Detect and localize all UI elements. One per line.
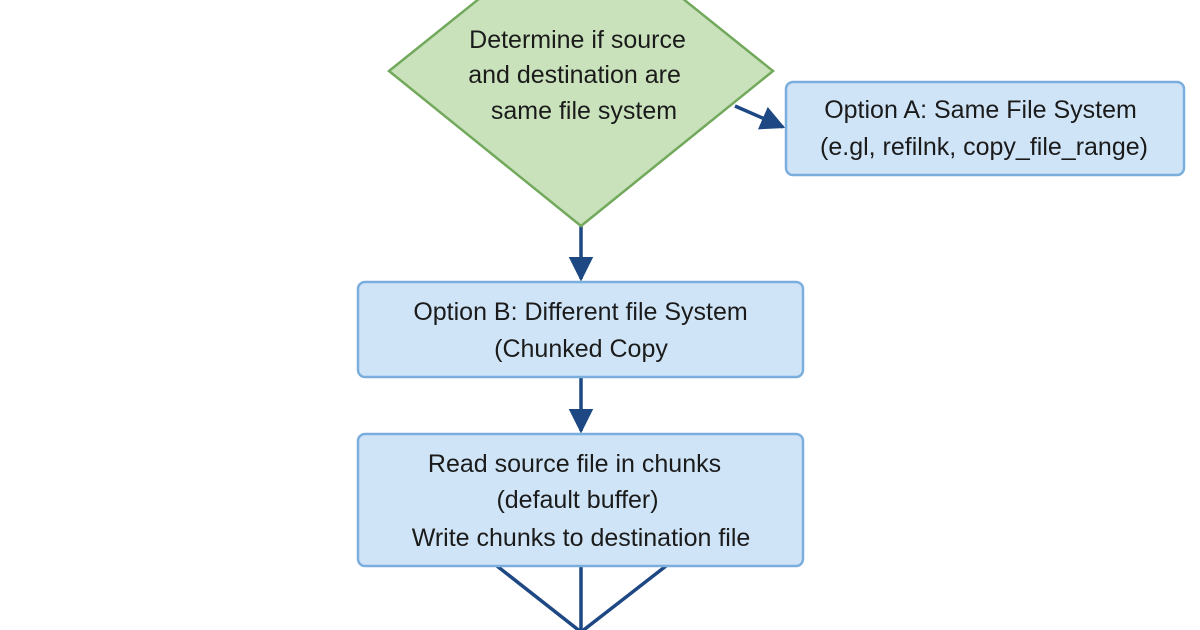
option-b-label-line-1: Option B: Different file System: [413, 298, 747, 326]
option-a-box: [784, 80, 1186, 177]
branch-line-left: [495, 564, 582, 630]
connectors: [495, 104, 786, 630]
chunk-copy-box: [356, 432, 805, 568]
option-a-label-line-2: (e.gl, refilnk, copy_file_range): [820, 133, 1148, 161]
decision-diamond-shape: [387, 0, 775, 228]
option-b-label: Option B: Different file System (Chunked…: [413, 298, 754, 363]
chunk-copy-node: Read source file in chunks (default buff…: [356, 432, 805, 568]
option-a-label-line-1: Option A: Same File System: [824, 96, 1137, 124]
branch-line-right: [580, 564, 668, 630]
option-b-label-line-2: (Chunked Copy: [494, 335, 668, 363]
arrow-decision-to-option-a: [734, 104, 786, 130]
chunk-copy-label-line-2: (default buffer): [496, 486, 658, 514]
decision-label: Determine if source and destination are …: [468, 26, 693, 125]
option-b-node: Option B: Different file System (Chunked…: [356, 280, 805, 379]
decision-label-line-2: and destination are: [468, 61, 681, 89]
option-b-box: [356, 280, 805, 379]
chunk-copy-label-line-3: Write chunks to destination file: [412, 524, 751, 552]
option-a-label: Option A: Same File System (e.gl, refiln…: [820, 96, 1148, 161]
chunk-copy-label-line-1: Read source file in chunks: [428, 450, 721, 478]
decision-label-line-1: Determine if source: [469, 26, 686, 54]
decision-label-line-3: same file system: [491, 97, 677, 125]
option-a-node: Option A: Same File System (e.gl, refiln…: [784, 80, 1186, 177]
decision-node: Determine if source and destination are …: [387, 0, 775, 228]
chunk-copy-label: Read source file in chunks (default buff…: [412, 450, 751, 552]
